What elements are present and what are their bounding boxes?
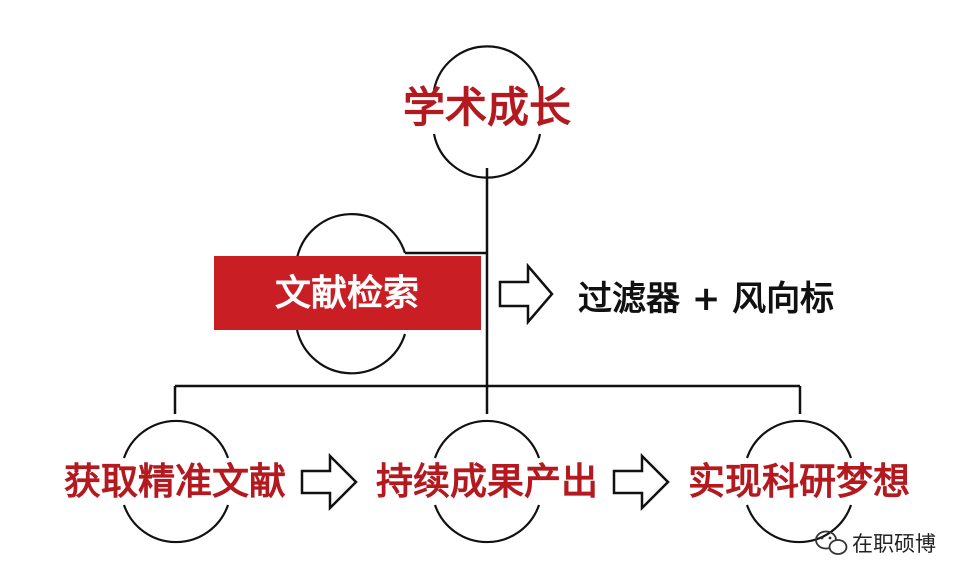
- step-3-arc-upper: [745, 419, 853, 459]
- top-node-arc-upper: [432, 45, 542, 91]
- step-arrow-1: [300, 452, 358, 512]
- search-node-label: 文献检索: [275, 273, 419, 314]
- step-arrow-2: [612, 452, 670, 512]
- top-node-label: 学术成长: [403, 83, 571, 132]
- step-1-arc-lower: [122, 504, 230, 544]
- top-node: 学术成长: [403, 45, 571, 179]
- step-node-1: 获取精准文献: [64, 419, 286, 544]
- search-node-arc-upper: [295, 213, 407, 259]
- search-result-arrow: [498, 262, 554, 326]
- search-node-box: [214, 256, 481, 330]
- step-1-arc-upper: [122, 419, 230, 459]
- search-node: 文献检索: [214, 213, 487, 375]
- step-2-arc-lower: [433, 504, 541, 544]
- step-node-3: 实现科研梦想: [688, 419, 910, 544]
- watermark: 在职硕博: [815, 530, 936, 556]
- step-2-arc-upper: [433, 419, 541, 459]
- step-node-2: 持续成果产出: [376, 419, 598, 544]
- step-3-arc-lower: [745, 504, 853, 544]
- step-2-label: 持续成果产出: [376, 459, 598, 503]
- wechat-icon: [815, 530, 848, 555]
- watermark-label: 在职硕博: [852, 532, 936, 556]
- step-1-label: 获取精准文献: [64, 459, 286, 503]
- search-result-label: 过滤器 + 风向标: [578, 279, 834, 319]
- search-node-arc-lower: [295, 329, 407, 375]
- step-3-label: 实现科研梦想: [688, 459, 910, 503]
